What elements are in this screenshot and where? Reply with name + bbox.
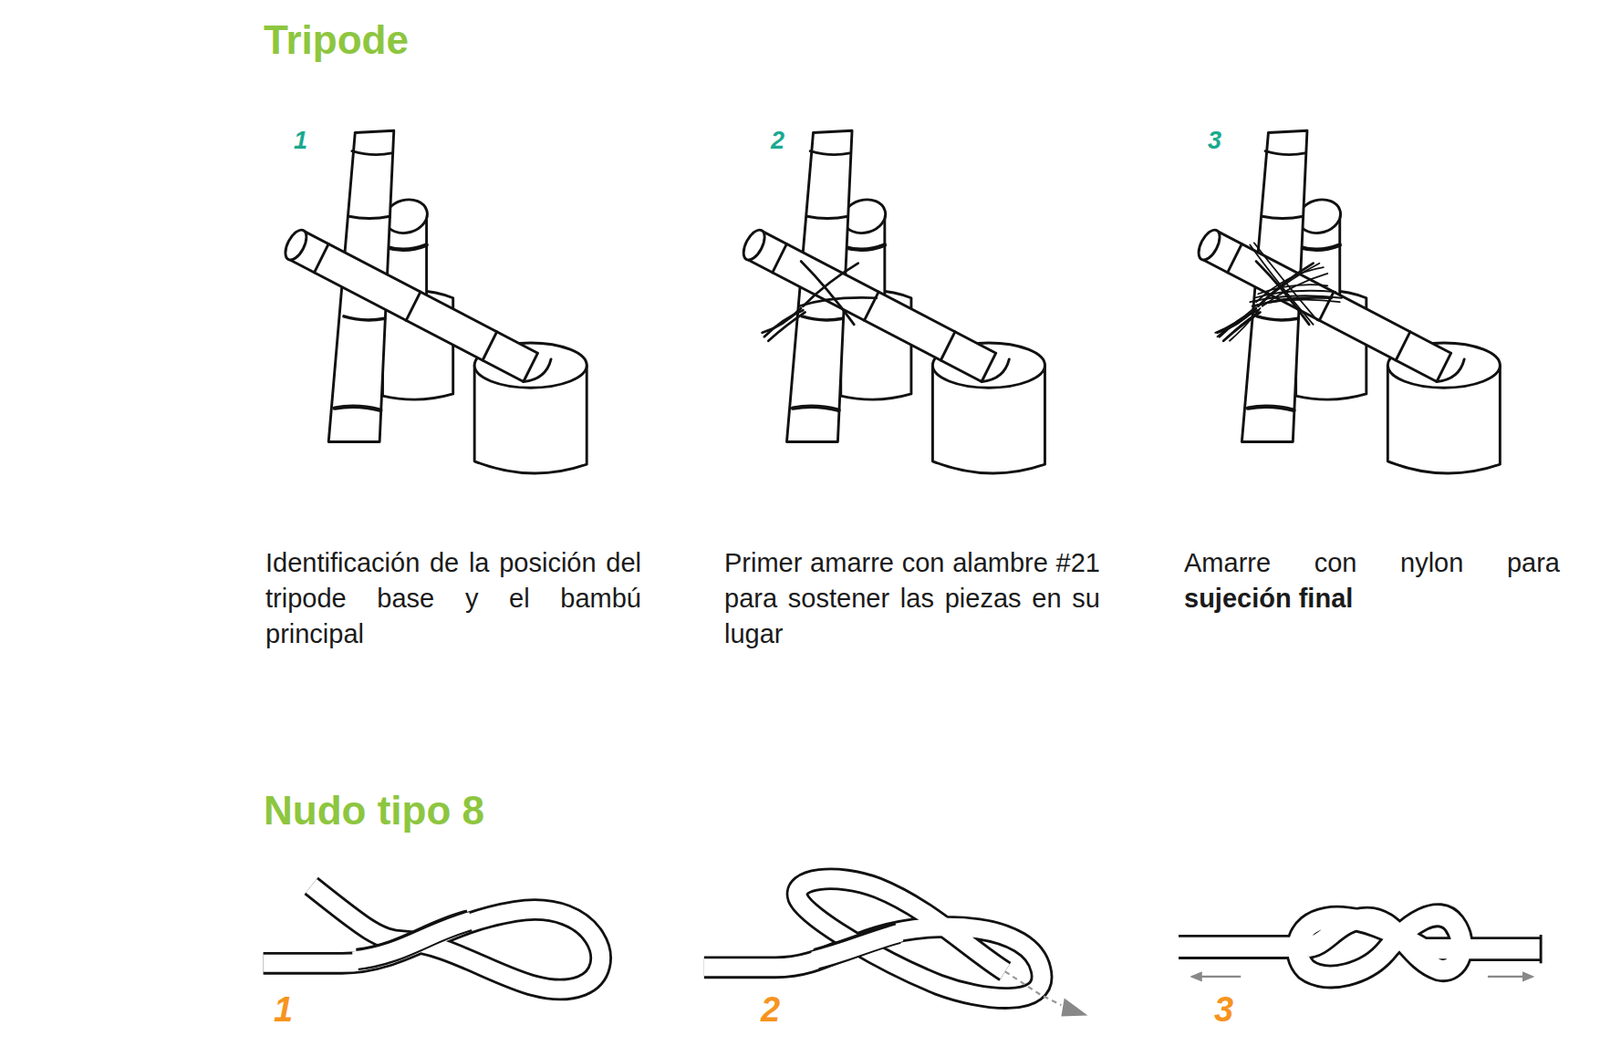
step-number: 3	[1207, 128, 1222, 154]
step-number: 1	[293, 128, 308, 154]
step-caption: Identificación de la posición del tripod…	[265, 545, 642, 653]
section-heading: Tripode	[263, 20, 409, 61]
step-number: 1	[273, 992, 293, 1028]
step-number: 2	[760, 992, 780, 1028]
caption-block: Amarre con nylon parasujeción final	[1184, 545, 1560, 617]
section-heading: Nudo tipo 8	[263, 790, 485, 832]
step-caption-bold: sujeción final	[1184, 581, 1560, 617]
step-number: 3	[1214, 992, 1234, 1028]
step-caption: Primer amarre con alambre #21 para soste…	[724, 545, 1101, 653]
step-number: 2	[770, 128, 785, 154]
step-caption: Amarre con nylon para	[1184, 545, 1560, 582]
